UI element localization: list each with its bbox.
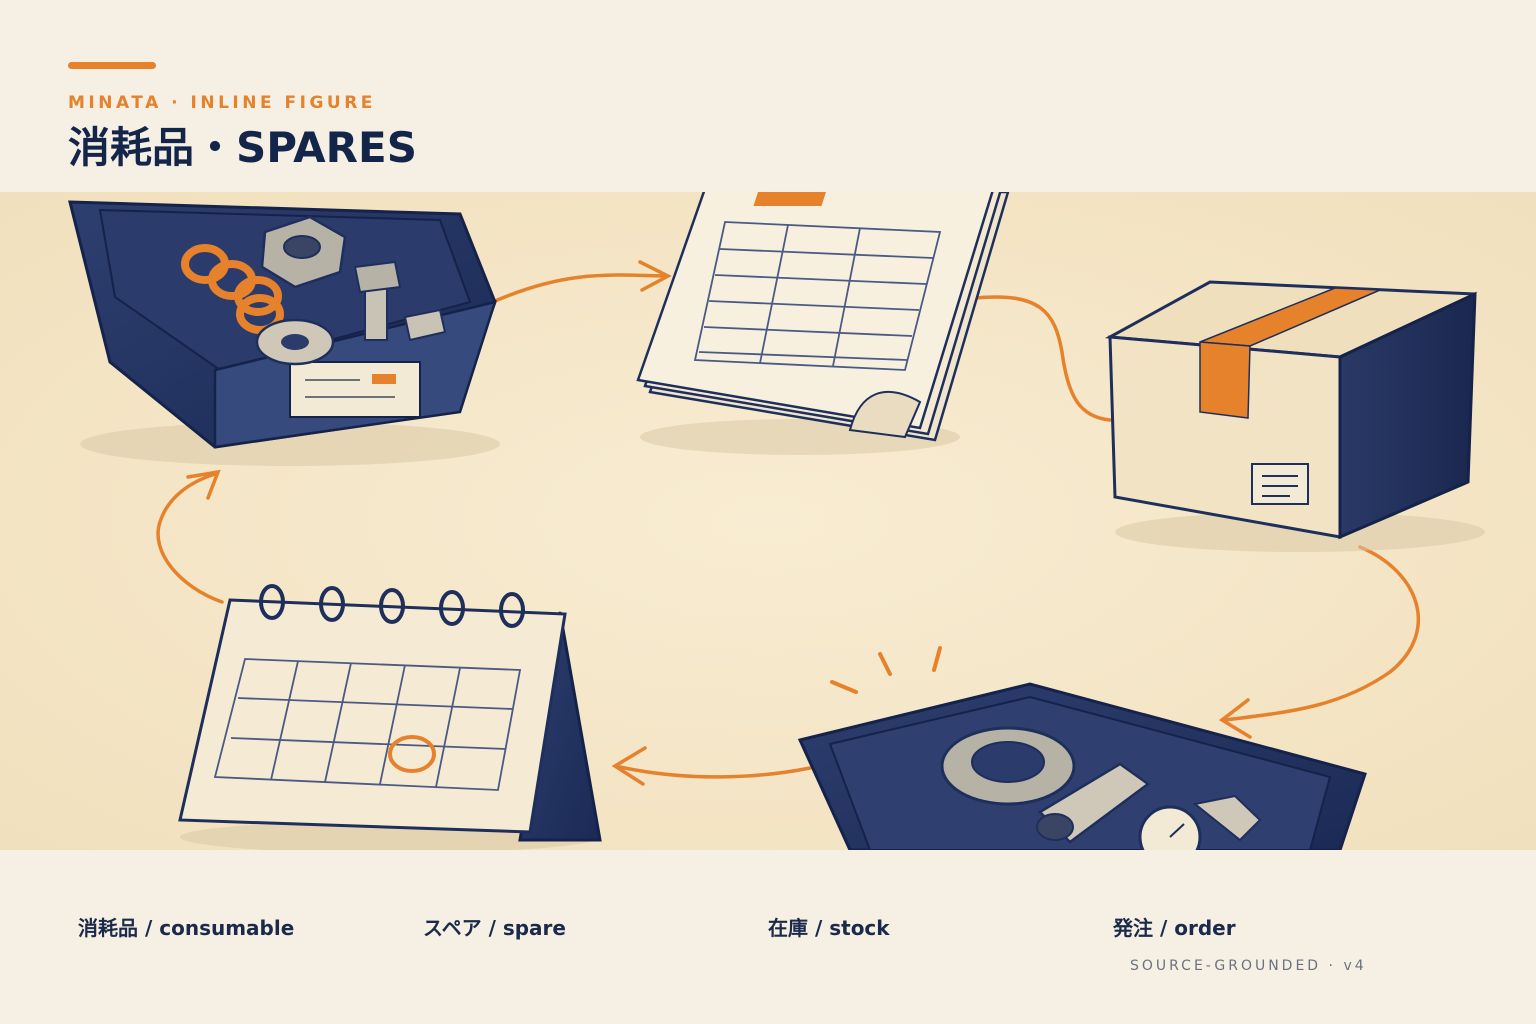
parts-tray-icon	[797, 646, 1367, 850]
footer: 消耗品 / consumable スペア / spare 在庫 / stock …	[0, 850, 1536, 1024]
glossary-term-stock: 在庫 / stock	[768, 916, 890, 940]
cycle-figure	[0, 192, 1536, 850]
page-title: 消耗品・SPARES	[68, 123, 417, 172]
shipping-box-icon	[1104, 280, 1485, 552]
source-credit: SOURCE-GROUNDED · v4	[1130, 958, 1367, 974]
glossary-term-order: 発注 / order	[1113, 916, 1236, 940]
glossary-term-consumable: 消耗品 / consumable	[78, 916, 295, 940]
desk-calendar-icon	[178, 584, 602, 850]
header: MINATA · INLINE FIGURE 消耗品・SPARES	[0, 0, 1536, 192]
parts-bin-icon	[68, 200, 500, 466]
glossary-term-spare: スペア / spare	[423, 916, 566, 940]
cycle-arrows	[156, 260, 1420, 786]
accent-bar	[68, 62, 156, 69]
kicker: MINATA · INLINE FIGURE	[68, 93, 376, 113]
order-sheet-icon	[636, 192, 1010, 455]
